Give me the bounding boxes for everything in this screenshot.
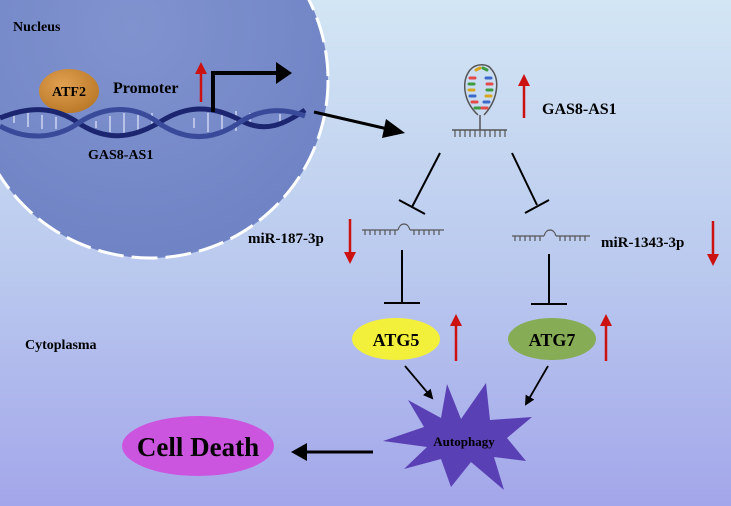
- atg5-node: [352, 318, 440, 360]
- atf2-protein: [39, 69, 99, 113]
- lncrna-label: GAS8-AS1: [542, 101, 617, 118]
- lncrna-inhibition-edges: [398, 152, 550, 215]
- atg7-node: [508, 318, 596, 360]
- promoter-label: Promoter: [113, 80, 178, 97]
- atf2-label: ATF2: [52, 85, 86, 100]
- mir1343-label: miR-1343-3p: [601, 235, 684, 251]
- transcription-start-arrow: [211, 71, 280, 112]
- cell-death-label: Cell Death: [137, 432, 259, 462]
- lncrna-hairpin: [452, 64, 507, 137]
- cytoplasma-label: Cytoplasma: [25, 338, 97, 353]
- export-arrowhead: [382, 119, 405, 138]
- atg7-to-autophagy-arrow: [524, 365, 549, 406]
- atg5-label: ATG5: [373, 330, 420, 350]
- export-arrow: [313, 110, 393, 132]
- cell-death-node: [122, 416, 274, 476]
- autophagy-burst: [383, 383, 532, 490]
- nucleus-label: Nucleus: [13, 20, 61, 35]
- atg5-to-autophagy-arrow: [404, 365, 434, 400]
- mirna-inhibition-edges: [384, 250, 567, 305]
- dna-helix: [0, 106, 307, 139]
- autophagy-to-celldeath-arrowhead: [291, 443, 307, 461]
- autophagy-label: Autophagy: [433, 434, 495, 449]
- gene-label: GAS8-AS1: [88, 148, 153, 163]
- atg7-label: ATG7: [529, 330, 576, 350]
- transcription-start-arrowhead: [276, 62, 292, 84]
- mir187-molecule: [362, 223, 444, 235]
- mir1343-molecule: [512, 229, 590, 241]
- mir187-label: miR-187-3p: [248, 231, 324, 247]
